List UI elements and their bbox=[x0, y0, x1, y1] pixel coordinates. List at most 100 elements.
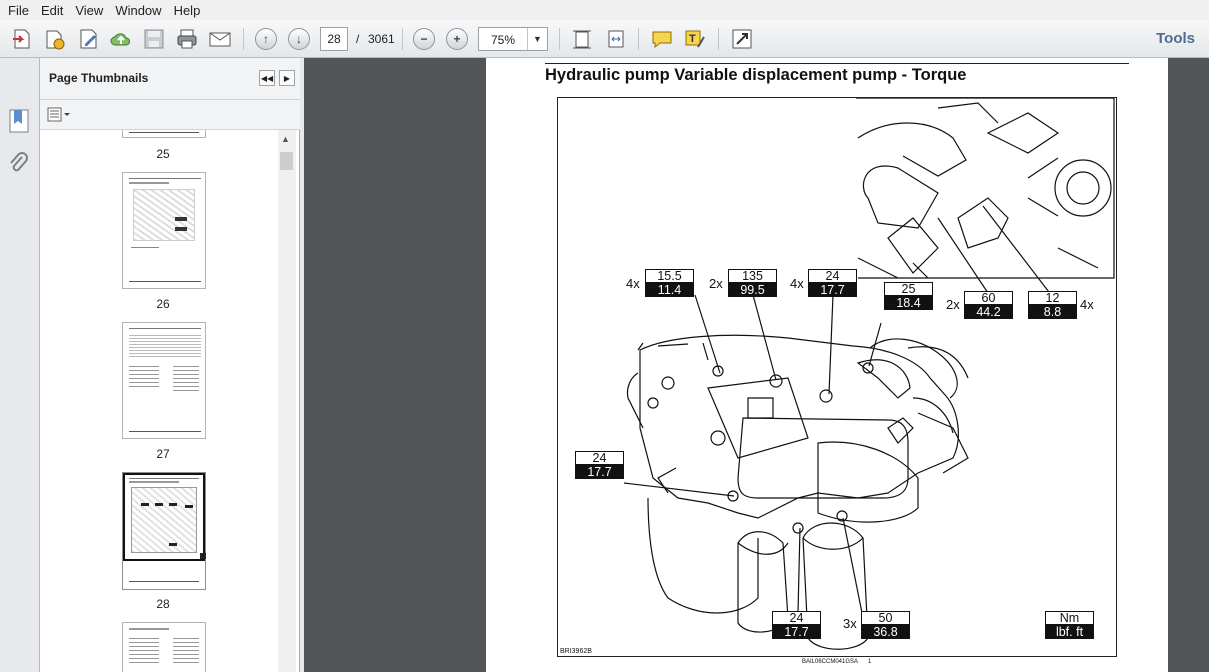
toolbar: ↑ ↓ 28 / 3061 − + 75% ▼ T Tools bbox=[0, 20, 1209, 58]
torque-nm: 24 bbox=[808, 269, 857, 283]
menu-help[interactable]: Help bbox=[173, 2, 201, 18]
torque-callout: 135 99.5 bbox=[728, 269, 777, 297]
torque-lbf: 11.4 bbox=[645, 283, 694, 297]
full-screen-icon[interactable] bbox=[729, 26, 755, 52]
thumbnail-label: 26 bbox=[156, 297, 170, 311]
figure-code: BRI3962B bbox=[560, 648, 592, 655]
torque-callout: 12 8.8 bbox=[1028, 291, 1077, 319]
options-menu-icon[interactable] bbox=[47, 107, 71, 123]
highlight-text-icon[interactable]: T bbox=[682, 26, 708, 52]
thumbnail-list: 25 26 27 bbox=[48, 130, 278, 672]
email-icon[interactable] bbox=[207, 26, 233, 52]
panel-splitter[interactable] bbox=[300, 58, 304, 672]
callout-multiplier: 4x bbox=[626, 276, 640, 291]
tools-button[interactable]: Tools bbox=[1156, 30, 1195, 47]
thumbnail-label: 25 bbox=[156, 147, 170, 161]
callout-multiplier: 3x bbox=[843, 616, 857, 631]
torque-callout: 24 17.7 bbox=[772, 611, 821, 639]
combine-files-icon[interactable] bbox=[42, 26, 68, 52]
edit-document-icon[interactable] bbox=[76, 26, 102, 52]
torque-diagram: 4x 15.5 11.4 2x 135 99.5 4x 24 17.7 25 1… bbox=[557, 97, 1117, 657]
upload-cloud-icon[interactable] bbox=[108, 26, 134, 52]
torque-callout: 15.5 11.4 bbox=[645, 269, 694, 297]
torque-lbf: 99.5 bbox=[728, 283, 777, 297]
unit-legend: Nm lbf. ft bbox=[1045, 611, 1094, 639]
toolbar-separator bbox=[243, 28, 244, 50]
callout-multiplier: 2x bbox=[709, 276, 723, 291]
attachment-icon[interactable] bbox=[8, 152, 30, 178]
zoom-out-icon[interactable]: − bbox=[411, 26, 437, 52]
menu-window[interactable]: Window bbox=[115, 2, 162, 18]
comment-icon[interactable] bbox=[649, 26, 675, 52]
scroll-up-icon[interactable]: ▲ bbox=[281, 134, 290, 144]
torque-nm: 50 bbox=[861, 611, 910, 625]
torque-callout: 50 36.8 bbox=[861, 611, 910, 639]
torque-lbf: 36.8 bbox=[861, 625, 910, 639]
callout-multiplier: 4x bbox=[790, 276, 804, 291]
zoom-in-icon[interactable]: + bbox=[444, 26, 470, 52]
thumbnail-page-28-selected[interactable] bbox=[122, 472, 206, 590]
zoom-select[interactable]: 75% ▼ bbox=[478, 27, 548, 51]
fit-page-icon[interactable] bbox=[569, 26, 595, 52]
menu-view[interactable]: View bbox=[75, 2, 104, 18]
menu-file[interactable]: File bbox=[8, 2, 29, 18]
title-rule bbox=[545, 63, 1129, 64]
panel-header: Page Thumbnails ◀◀ ▶ bbox=[40, 58, 300, 100]
next-page-icon[interactable]: ↓ bbox=[286, 26, 312, 52]
thumbnail-page-26[interactable] bbox=[122, 172, 206, 289]
expand-panel-icon[interactable]: ▶ bbox=[279, 70, 295, 86]
fit-width-icon[interactable] bbox=[603, 26, 629, 52]
footer-code: BAIL06CCM041GSA bbox=[802, 659, 859, 665]
thumbnail-page-29[interactable] bbox=[122, 622, 206, 672]
callout-multiplier: 4x bbox=[1080, 297, 1094, 312]
thumbnail-page-27[interactable] bbox=[122, 322, 206, 439]
previous-page-icon[interactable]: ↑ bbox=[253, 26, 279, 52]
torque-callout: 25 18.4 bbox=[884, 282, 933, 310]
chevron-down-icon[interactable]: ▼ bbox=[527, 28, 547, 50]
torque-lbf: 18.4 bbox=[884, 296, 933, 310]
torque-lbf: 44.2 bbox=[964, 305, 1013, 319]
torque-lbf: 17.7 bbox=[772, 625, 821, 639]
thumbnail-panel: Page Thumbnails ◀◀ ▶ 25 26 2 bbox=[40, 58, 300, 672]
save-icon[interactable] bbox=[141, 26, 167, 52]
toolbar-separator bbox=[402, 28, 403, 50]
callout-multiplier: 2x bbox=[946, 297, 960, 312]
thumbnail-label: 28 bbox=[156, 597, 170, 611]
pump-illustration bbox=[623, 98, 1115, 650]
page-separator: / bbox=[356, 32, 360, 46]
torque-nm: 24 bbox=[772, 611, 821, 625]
document-title: Hydraulic pump Variable displacement pum… bbox=[545, 66, 967, 84]
zoom-value: 75% bbox=[491, 33, 516, 47]
page-total: 3061 bbox=[368, 32, 395, 46]
footer-page-number: 1 bbox=[868, 659, 872, 665]
document-page: Hydraulic pump Variable displacement pum… bbox=[486, 58, 1168, 672]
menu-bar: File Edit View Window Help bbox=[0, 0, 1209, 20]
collapse-panel-icon[interactable]: ◀◀ bbox=[259, 70, 275, 86]
torque-callout: 24 17.7 bbox=[808, 269, 857, 297]
toolbar-separator bbox=[638, 28, 639, 50]
create-pdf-icon[interactable] bbox=[9, 26, 35, 52]
unit-legend-lbf: lbf. ft bbox=[1045, 625, 1094, 639]
torque-callout: 24 17.7 bbox=[575, 451, 624, 479]
bookmark-icon[interactable] bbox=[8, 108, 30, 136]
torque-nm: 24 bbox=[575, 451, 624, 465]
toolbar-separator bbox=[559, 28, 560, 50]
torque-callout: 60 44.2 bbox=[964, 291, 1013, 319]
torque-nm: 15.5 bbox=[645, 269, 694, 283]
toolbar-separator bbox=[718, 28, 719, 50]
torque-nm: 25 bbox=[884, 282, 933, 296]
menu-edit[interactable]: Edit bbox=[40, 2, 64, 18]
svg-text:T: T bbox=[689, 33, 696, 45]
thumbnail-page-25[interactable] bbox=[122, 130, 206, 138]
panel-options-bar bbox=[40, 100, 300, 130]
torque-lbf: 17.7 bbox=[808, 283, 857, 297]
scrollbar-thumb[interactable] bbox=[280, 152, 293, 170]
print-icon[interactable] bbox=[174, 26, 200, 52]
torque-lbf: 17.7 bbox=[575, 465, 624, 479]
torque-nm: 135 bbox=[728, 269, 777, 283]
page-number-input[interactable]: 28 bbox=[320, 27, 348, 51]
thumbnail-label: 27 bbox=[156, 447, 170, 461]
torque-nm: 12 bbox=[1028, 291, 1077, 305]
navigation-pane-strip bbox=[0, 58, 40, 672]
thumbnail-scrollbar[interactable]: ▲ bbox=[278, 130, 296, 672]
